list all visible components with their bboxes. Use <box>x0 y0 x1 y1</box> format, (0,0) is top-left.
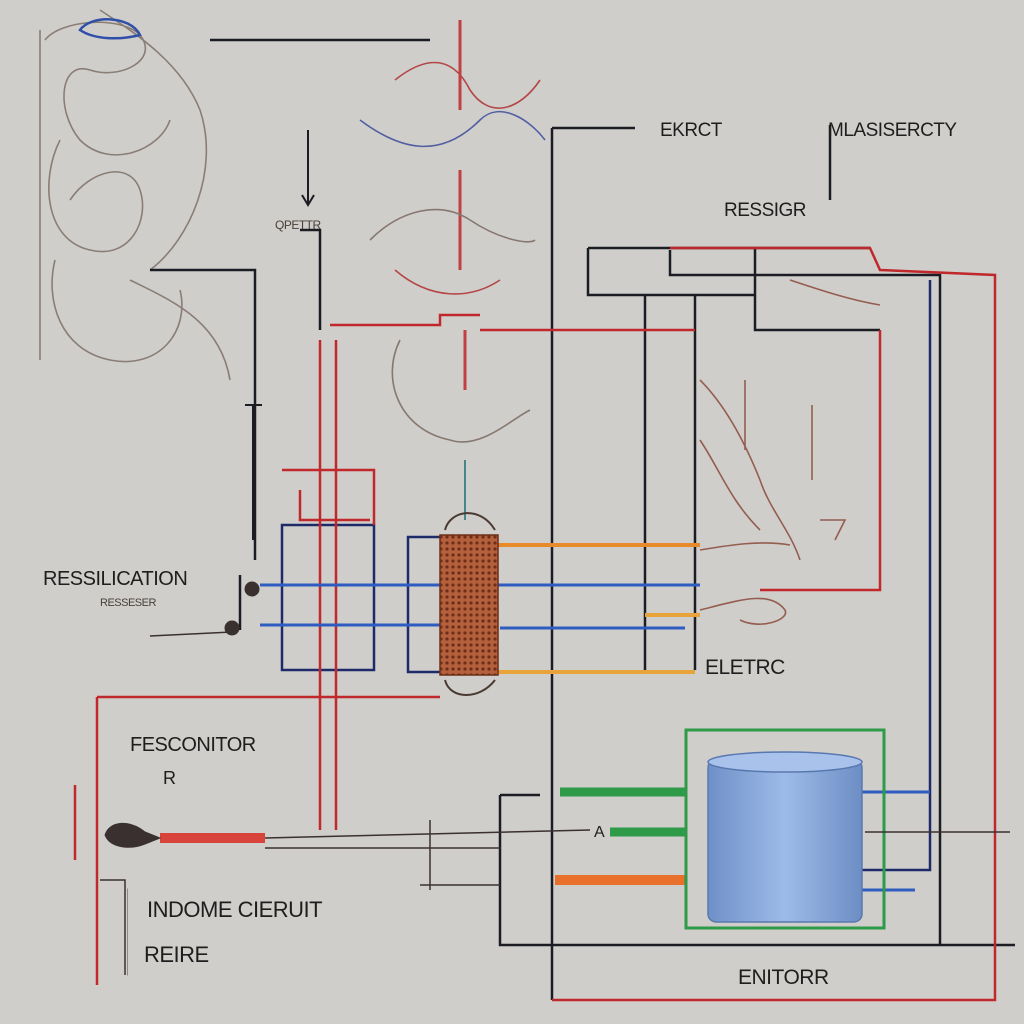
arrow-marks <box>245 130 315 540</box>
blue-loop <box>78 18 142 40</box>
thin-wires <box>100 631 1010 975</box>
green-wires <box>560 728 886 930</box>
sketch-right <box>699 279 881 625</box>
copper-coil <box>439 512 499 696</box>
indome-circuit-box <box>127 888 249 976</box>
label-ressigr: RESSIGR <box>724 200 807 221</box>
label-qpettr: QPETTR <box>275 218 321 232</box>
label-a-mark: A <box>594 824 605 841</box>
cylinder-tank <box>707 751 863 923</box>
label-eletrc: ELETRC <box>705 656 785 679</box>
sketch-loops-left <box>39 9 231 381</box>
probes <box>104 581 260 848</box>
label-ekrct: EKRCT <box>660 120 722 141</box>
label-enitorr: ENITORR <box>738 966 829 989</box>
black-wires <box>150 38 1015 1000</box>
sketch-center-top <box>359 20 546 520</box>
label-r-mark: R <box>163 768 176 788</box>
label-indome-circuit: INDOME CIERUIT <box>147 897 323 922</box>
orange-wires <box>490 543 700 885</box>
label-ressilication: RESSILICATION <box>43 568 188 590</box>
label-fesconitor: FESCONITOR <box>130 734 256 756</box>
label-mlasiserdy: MLASISERCTY <box>828 120 957 141</box>
label-resester: RESSESER <box>100 597 156 609</box>
label-reire: REIRE <box>144 942 209 967</box>
